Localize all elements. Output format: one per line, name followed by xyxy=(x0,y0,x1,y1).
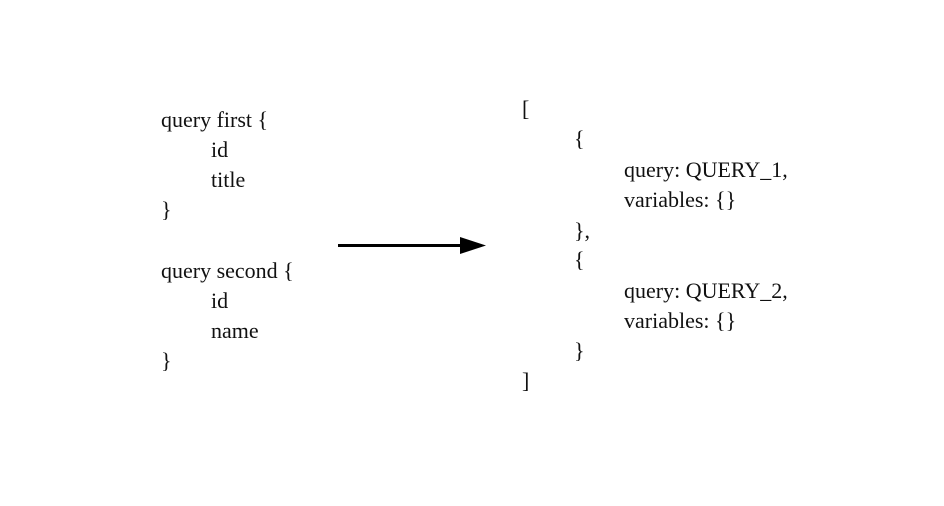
query-first-field-title: title xyxy=(211,167,246,192)
object-2-open-brace: { xyxy=(574,247,585,272)
query-first-close: } xyxy=(161,197,172,222)
object-2-variables: variables: {} xyxy=(624,308,737,333)
query-second-field-name: name xyxy=(211,318,259,343)
array-close-bracket: ] xyxy=(522,368,530,393)
query-second-close: } xyxy=(161,348,172,373)
array-open-bracket: [ xyxy=(522,96,530,121)
object-1-query: query: QUERY_1, xyxy=(624,157,788,182)
arrow-head xyxy=(460,237,486,254)
query-second-field-id: id xyxy=(211,288,229,313)
query-second-header: query second { xyxy=(161,258,294,283)
query-first-field-id: id xyxy=(211,137,229,162)
object-2-close-brace: } xyxy=(574,338,585,363)
object-2-query: query: QUERY_2, xyxy=(624,278,788,303)
object-1-open-brace: { xyxy=(574,126,585,151)
query-first-header: query first { xyxy=(161,107,269,132)
object-1-close-brace: }, xyxy=(574,218,591,243)
object-1-variables: variables: {} xyxy=(624,187,737,212)
